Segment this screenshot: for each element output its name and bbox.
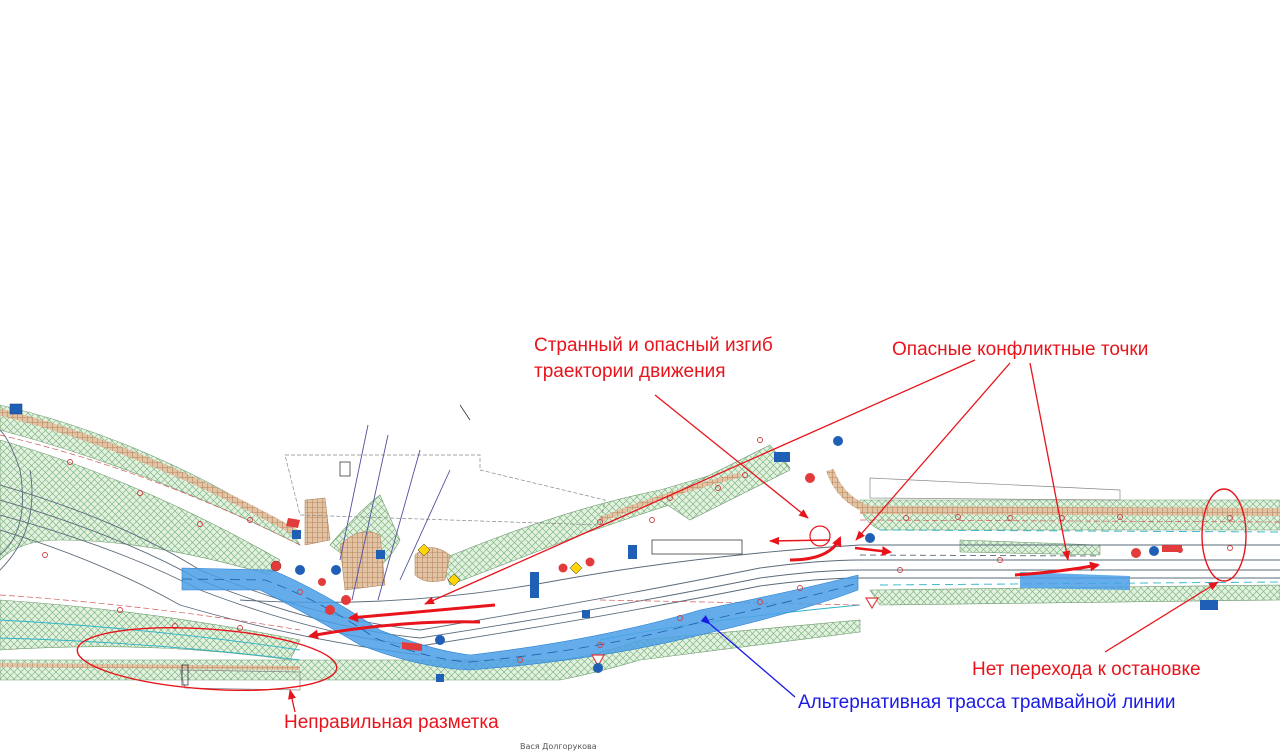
red-annotations: [76, 359, 1247, 713]
annotation-strange-bend: Странный и опасный изгиб траектории движ…: [534, 333, 773, 385]
road-barrier-icon: [402, 642, 422, 651]
road-sign-no-entry-icon: [270, 560, 282, 572]
bus-stop-sign-icon: [1200, 600, 1218, 610]
greenery-right-islet: [959, 539, 1101, 556]
callout-conflict-2: [1029, 362, 1071, 561]
trajectory-arrow-center: [348, 603, 496, 623]
road-sign-info-icon: [292, 530, 301, 539]
callout-conflict-1: [855, 362, 1011, 541]
bend-circle: [809, 525, 831, 547]
road-sign-mandatory-icon: [1149, 546, 1159, 556]
greenery-left-bottom: [0, 599, 301, 661]
road-sign-mandatory-icon: [331, 565, 341, 575]
road-sign-mandatory-icon: [295, 565, 305, 575]
alt-tram-route-right: [1020, 572, 1130, 590]
road-sign-info-icon: [774, 452, 790, 462]
plan-detail-marks: [181, 404, 743, 686]
annotation-wrong-marking: Неправильная разметка: [284, 712, 499, 733]
road-sign-info-icon: [436, 674, 444, 682]
road-sign-mandatory-icon: [435, 635, 445, 645]
road-sign-give-way-icon: [864, 597, 880, 610]
paving-plaza-right: [414, 547, 451, 582]
road-sign-no-entry-icon: [585, 557, 595, 567]
paving-plaza-left: [304, 497, 331, 546]
trajectory-arrow-left: [308, 620, 481, 640]
trajectory-arrow-upper: [769, 536, 831, 545]
road-barrier-icon: [286, 518, 300, 528]
paving-right-sidewalk: [859, 506, 1280, 516]
callout-bend: [654, 394, 809, 519]
road-sign-mandatory-icon: [865, 533, 875, 543]
road-sign-no-entry-icon: [1131, 548, 1141, 558]
paving-right-curve: [826, 468, 872, 514]
road-sign-no-entry-icon: [558, 563, 568, 573]
road-sign-no-entry-icon: [318, 578, 326, 586]
paving-upper-center: [599, 472, 741, 523]
road-sign-no-entry-icon: [805, 473, 815, 483]
paving-bottom-strip: [0, 663, 301, 670]
annotation-no-crossing: Нет перехода к остановке: [972, 659, 1201, 680]
annotation-strange-bend-line2: траектории движения: [534, 361, 726, 382]
plan-street-label: Вася Долгорукова: [520, 742, 597, 751]
road-sign-no-entry-icon: [341, 595, 351, 605]
bus-stop-sign-icon: [9, 403, 23, 415]
road-sign-mandatory-icon: [593, 663, 603, 673]
road-sign-no-entry-icon: [325, 605, 335, 615]
paving-left-sidewalk: [0, 408, 302, 539]
road-sign-priority-icon: [569, 561, 583, 575]
greenery-top-right-wedge: [659, 444, 791, 521]
building-outlines: [179, 454, 1121, 691]
road-sign-info-icon: [582, 610, 590, 618]
annotation-conflict-points: Опасные конфликтные точки: [892, 339, 1149, 360]
road-sign-info-icon: [376, 550, 385, 559]
paving-plaza-center: [339, 531, 386, 591]
trajectory-arrow-right: [854, 546, 892, 557]
power-lines: [339, 424, 451, 601]
road-sign-mandatory-icon: [833, 436, 843, 446]
annotation-strange-bend-line1: Странный и опасный изгиб: [534, 335, 773, 356]
wrong-marking-ellipse: [76, 627, 338, 691]
road-sign-priority-icon: [447, 573, 461, 587]
trajectory-arrow-merge: [1014, 561, 1100, 577]
road-barrier-icon: [1162, 545, 1182, 552]
road-sign-priority-icon: [417, 543, 431, 557]
road-sign-info-icon: [530, 572, 539, 598]
road-sign-give-way-icon: [590, 654, 606, 668]
tram-route-centerline: [181, 578, 859, 663]
callout-no-crossing: [1104, 581, 1219, 653]
no-crossing-ellipse: [1201, 488, 1247, 582]
paving-areas: [0, 408, 1280, 670]
callout-tram-route: [700, 615, 796, 698]
road-signs: [9, 403, 1218, 682]
callout-wrong-marking: [288, 689, 296, 713]
callout-bend-long: [424, 359, 976, 605]
annotation-alt-tram-route: Альтернативная трасса трамвайной линии: [798, 692, 1176, 713]
road-sign-info-icon: [628, 545, 637, 559]
trajectory-arrow-bend: [789, 536, 842, 562]
